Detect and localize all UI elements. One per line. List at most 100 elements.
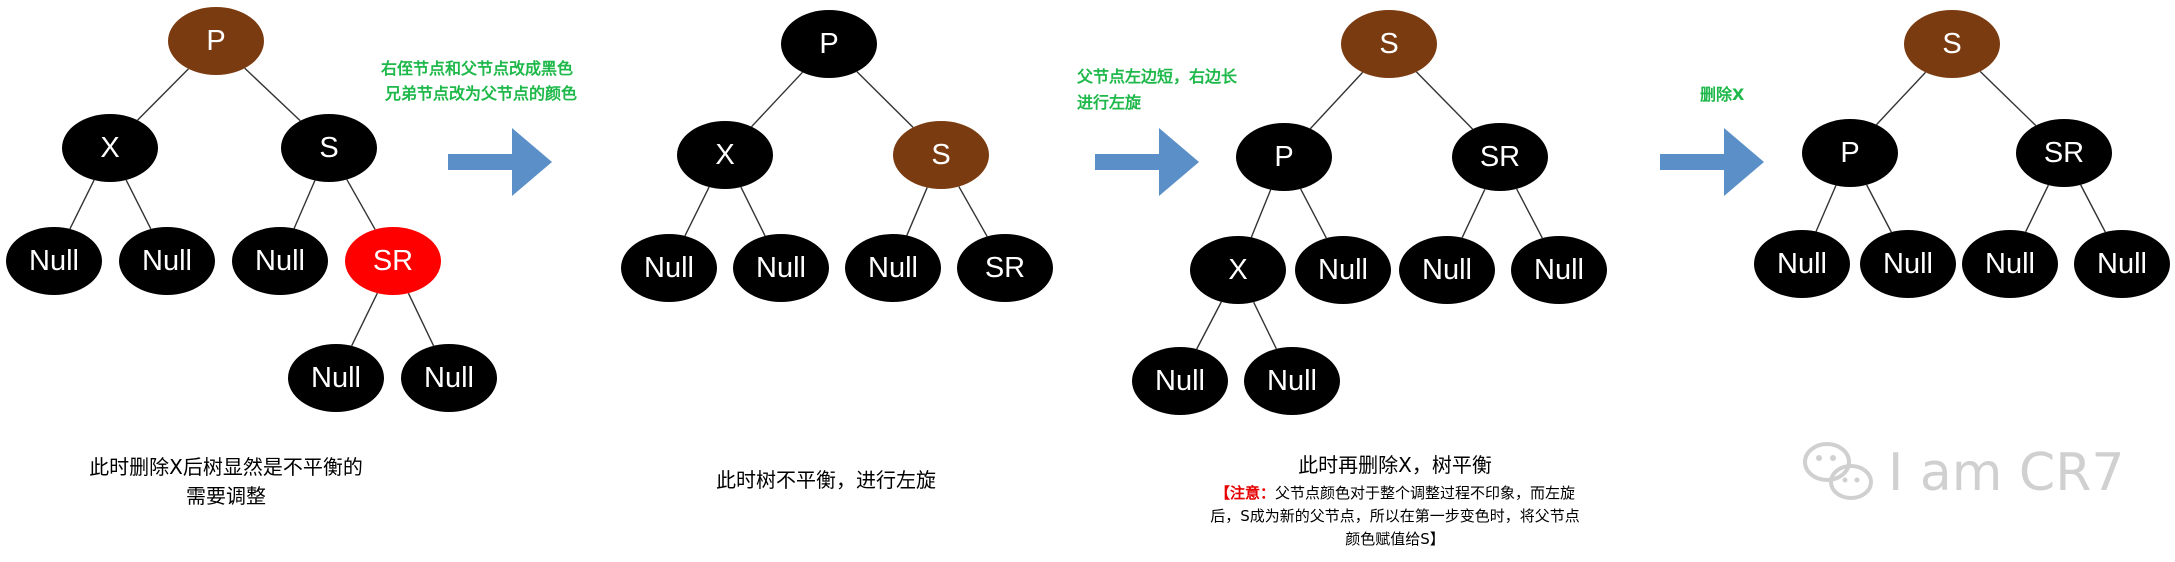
tree-node-sr: SR [345,227,441,295]
transition-label-2-line-2: 进行左旋 [1077,93,1142,112]
transition-arrow-3 [1660,128,1764,196]
node-label: S [1379,28,1398,60]
tree-node-srr: Null [1511,236,1607,304]
tree-edge [244,67,301,122]
tree-edge [1196,301,1222,350]
tree-node-p: P [781,10,877,78]
tree-node-srl: Null [288,344,384,412]
node-label: Null [311,362,361,394]
node-shape [1132,347,1228,415]
node-label: X [1228,254,1247,286]
tree-edge [1979,70,2037,127]
node-shape [1341,10,1437,78]
transition-label-1-line-2: 兄弟节点改为父节点的颜色 [384,84,577,103]
node-label: Null [1883,248,1933,280]
step-3-note-line-1: 【注意：父节点颜色对于整个调整过程不印象，而左旋 [1215,484,1575,502]
node-shape [893,121,989,189]
tree-edge [856,71,914,128]
tree-edge [407,292,435,347]
tree-edge [1415,71,1474,130]
tree-node-pr: Null [1295,236,1391,304]
tree-node-srl: Null [1399,236,1495,304]
node-label: Null [142,245,192,277]
node-label: Null [1534,254,1584,286]
tree-edge [137,68,189,121]
node-label: S [1942,28,1961,60]
step-3-note-text-1: 父节点颜色对于整个调整过程不印象，而左旋 [1275,484,1575,502]
wechat-icon [1803,442,1873,500]
node-label: Null [868,252,918,284]
tree-edge [684,186,710,237]
step-1-caption-line-2: 需要调整 [186,484,266,508]
tree-edge [1815,185,1837,232]
transition-arrow-2 [1095,128,1199,196]
node-shape [1399,236,1495,304]
tree-edge [1516,188,1543,239]
tree-node-sr: SR [957,234,1053,302]
tree-node-srr: Null [2074,230,2170,298]
tree-edge [1250,189,1272,238]
node-shape [1236,123,1332,191]
tree-edge [1876,71,1926,126]
tree-node-xl: Null [6,227,102,295]
node-shape [1802,119,1898,187]
node-label: Null [1267,365,1317,397]
tree-node-xr: Null [119,227,215,295]
node-label: S [319,132,338,164]
tree-node-xr: Null [1244,347,1340,415]
tree-node-sl: Null [845,234,941,302]
transition-label-2-line-1: 父节点左边短，右边长 [1076,67,1238,86]
node-shape [1904,10,2000,78]
node-shape [1244,347,1340,415]
node-label: P [819,28,838,60]
node-label: Null [1155,365,1205,397]
node-shape [401,344,497,412]
step-1-caption-line-1: 此时删除X后树显然是不平衡的 [89,455,363,479]
node-label: S [931,139,950,171]
tree-step-4: S P SR Null Null Null Null [1754,10,2170,298]
node-label: Null [29,245,79,277]
node-shape [1511,236,1607,304]
tree-node-s: S [893,121,989,189]
tree-edge [1253,301,1277,350]
tree-edge [958,186,988,237]
tree-edge [906,187,928,236]
node-shape [345,227,441,295]
tree-edge [1866,184,1892,233]
node-shape [232,227,328,295]
node-shape [288,344,384,412]
step-3-note-label: 注意： [1230,484,1275,502]
tree-node-x: X [677,121,773,189]
tree-edge [1309,71,1364,130]
node-shape [119,227,215,295]
tree-edge [1461,188,1486,239]
tree-edge [2025,184,2049,233]
tree-node-p: P [168,7,264,75]
tree-node-x: X [1190,236,1286,304]
node-shape [1962,230,2058,298]
node-shape [957,234,1053,302]
node-shape [1452,123,1548,191]
tree-node-p: P [1236,123,1332,191]
node-label: SR [373,245,413,277]
tree-node-s: S [1341,10,1437,78]
tree-node-xr: Null [733,234,829,302]
tree-edge [293,180,316,229]
tree-node-sr: SR [2016,119,2112,187]
node-label: SR [985,252,1025,284]
node-shape [168,7,264,75]
tree-node-srl: Null [1962,230,2058,298]
step-3-note-line-3: 颜色赋值给S】 [1345,530,1445,548]
node-shape [62,114,158,182]
tree-edge [2080,184,2106,233]
node-shape [781,10,877,78]
node-label: P [1840,137,1859,169]
node-label: Null [1985,248,2035,280]
tree-edge [125,179,152,230]
tree-node-srr: Null [401,344,497,412]
node-shape [1295,236,1391,304]
tree-node-x: X [62,114,158,182]
node-label: Null [1777,248,1827,280]
